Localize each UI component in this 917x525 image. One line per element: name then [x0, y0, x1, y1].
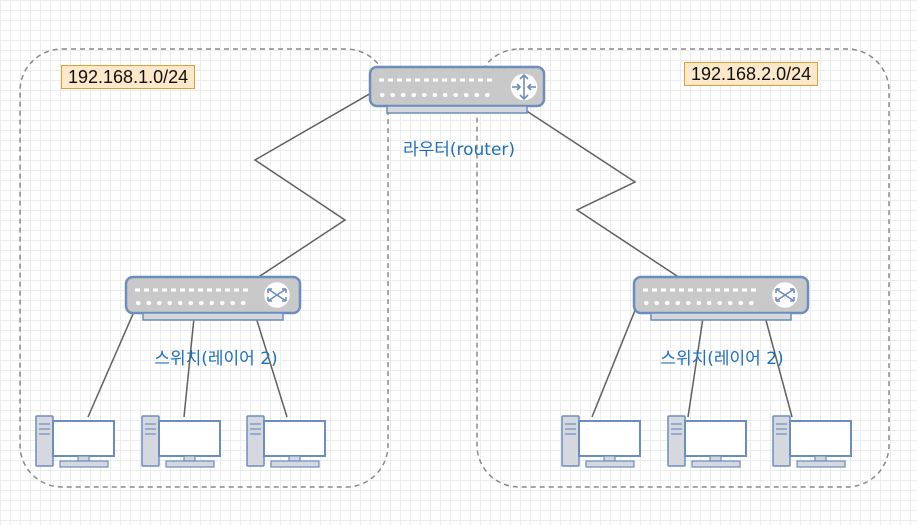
desktop-computer-icon[interactable] — [246, 415, 326, 468]
subnet-label-left: 192.168.1.0/24 — [61, 65, 196, 89]
switch-icon[interactable] — [632, 275, 810, 322]
desktop-computer-icon[interactable] — [35, 415, 115, 468]
router-link-right — [486, 84, 681, 279]
pc-link — [87, 297, 141, 418]
desktop-computer-icon[interactable] — [141, 415, 221, 468]
subnet-label-right: 192.168.2.0/24 — [684, 62, 819, 86]
router-caption: 라우터(router) — [402, 140, 516, 160]
switch-caption-right: 스위치(레이어 2) — [660, 349, 784, 369]
switch-caption-left: 스위치(레이어 2) — [154, 349, 278, 369]
desktop-computer-icon[interactable] — [667, 415, 747, 468]
desktop-computer-icon[interactable] — [561, 415, 641, 468]
router-link-left — [253, 84, 386, 279]
router-icon[interactable] — [368, 65, 546, 115]
subnet-zone-left — [19, 48, 389, 488]
subnet-zone-right — [476, 48, 890, 488]
desktop-computer-icon[interactable] — [772, 415, 852, 468]
switch-icon[interactable] — [124, 275, 302, 322]
pc-link — [591, 297, 641, 418]
